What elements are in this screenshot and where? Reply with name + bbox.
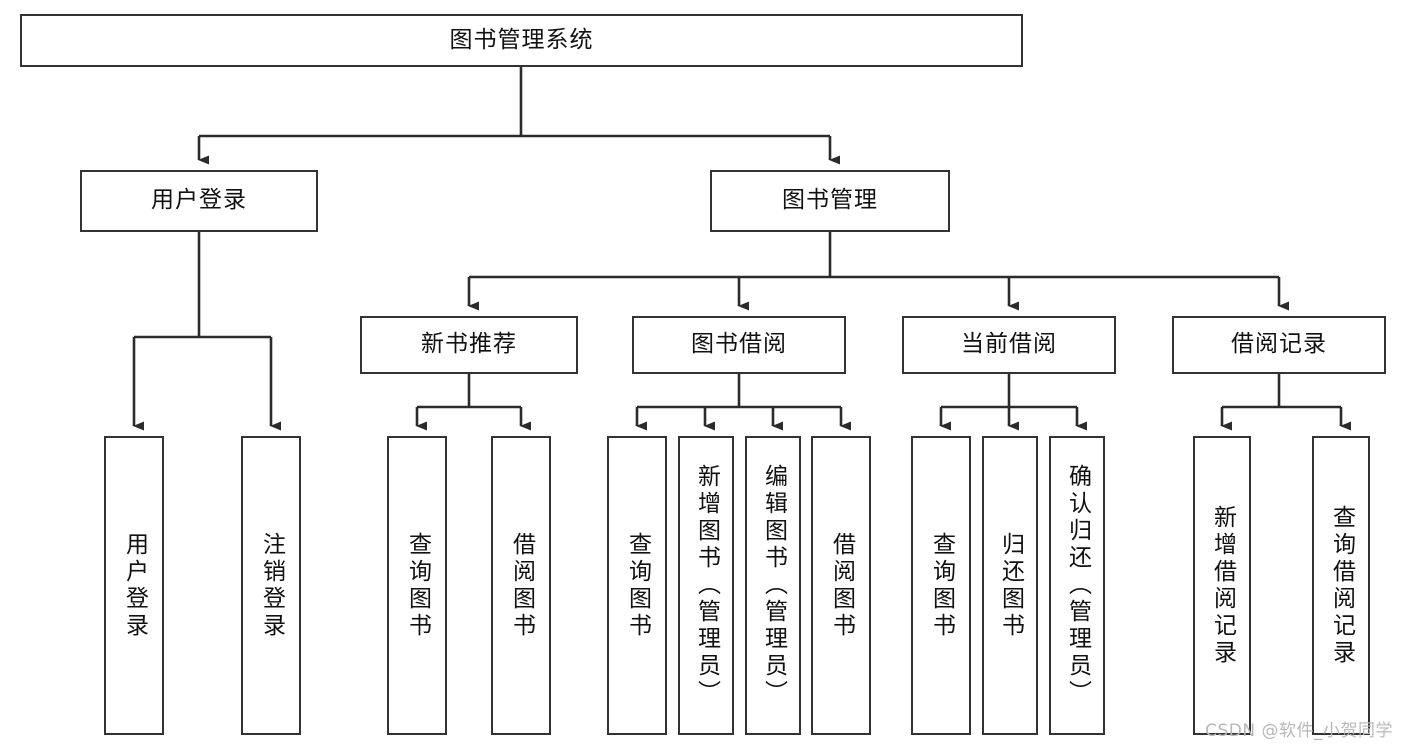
- node-root-system[interactable]: 图书管理系统: [20, 14, 1023, 67]
- node-new-book-recommend-label: 新书推荐: [421, 331, 517, 358]
- node-book-borrow-label: 图书借阅: [691, 331, 787, 358]
- leaf-edit-book-label: 编辑图书（管理员）: [760, 464, 787, 707]
- node-book-manage[interactable]: 图书管理: [710, 170, 950, 232]
- leaf-borrow-book-2-label: 借阅图书: [828, 531, 855, 640]
- leaf-add-record-label: 新增借阅记录: [1209, 504, 1236, 667]
- leaf-add-book[interactable]: 新增图书（管理员）: [678, 436, 734, 735]
- leaf-query-record-label: 查询借阅记录: [1328, 504, 1355, 667]
- node-borrow-record-label: 借阅记录: [1231, 331, 1327, 358]
- leaf-query-book-3-label: 查询图书: [928, 531, 955, 640]
- leaf-borrow-book-1-label: 借阅图书: [508, 531, 535, 640]
- node-user-login-label: 用户登录: [151, 187, 247, 214]
- leaf-edit-book[interactable]: 编辑图书（管理员）: [745, 436, 801, 735]
- node-root-label: 图书管理系统: [449, 26, 594, 53]
- leaf-return-book-label: 归还图书: [997, 531, 1024, 640]
- leaf-return-book[interactable]: 归还图书: [982, 436, 1038, 735]
- node-new-book-recommend[interactable]: 新书推荐: [360, 316, 578, 374]
- leaf-user-login[interactable]: 用户登录: [104, 436, 164, 735]
- leaf-confirm-return-label: 确认归还（管理员）: [1064, 464, 1091, 707]
- node-current-borrow[interactable]: 当前借阅: [902, 316, 1116, 374]
- node-borrow-record[interactable]: 借阅记录: [1172, 316, 1386, 374]
- leaf-logout-label: 注销登录: [258, 531, 285, 640]
- leaf-query-book-3[interactable]: 查询图书: [911, 436, 971, 735]
- leaf-query-book-2-label: 查询图书: [624, 531, 651, 640]
- leaf-add-record[interactable]: 新增借阅记录: [1193, 436, 1251, 735]
- leaf-user-login-label: 用户登录: [121, 531, 148, 640]
- leaf-query-book-2[interactable]: 查询图书: [607, 436, 667, 735]
- leaf-confirm-return[interactable]: 确认归还（管理员）: [1049, 436, 1105, 735]
- leaf-query-record[interactable]: 查询借阅记录: [1312, 436, 1370, 735]
- leaf-borrow-book-1[interactable]: 借阅图书: [491, 436, 551, 735]
- node-current-borrow-label: 当前借阅: [961, 331, 1057, 358]
- leaf-logout[interactable]: 注销登录: [241, 436, 301, 735]
- leaf-borrow-book-2[interactable]: 借阅图书: [811, 436, 871, 735]
- leaf-query-book-1-label: 查询图书: [404, 531, 431, 640]
- leaf-add-book-label: 新增图书（管理员）: [693, 464, 720, 707]
- node-user-login[interactable]: 用户登录: [80, 170, 318, 232]
- watermark: CSDN @软件_小贺同学: [1205, 721, 1393, 741]
- node-book-manage-label: 图书管理: [782, 187, 878, 214]
- leaf-query-book-1[interactable]: 查询图书: [387, 436, 447, 735]
- node-book-borrow[interactable]: 图书借阅: [632, 316, 846, 374]
